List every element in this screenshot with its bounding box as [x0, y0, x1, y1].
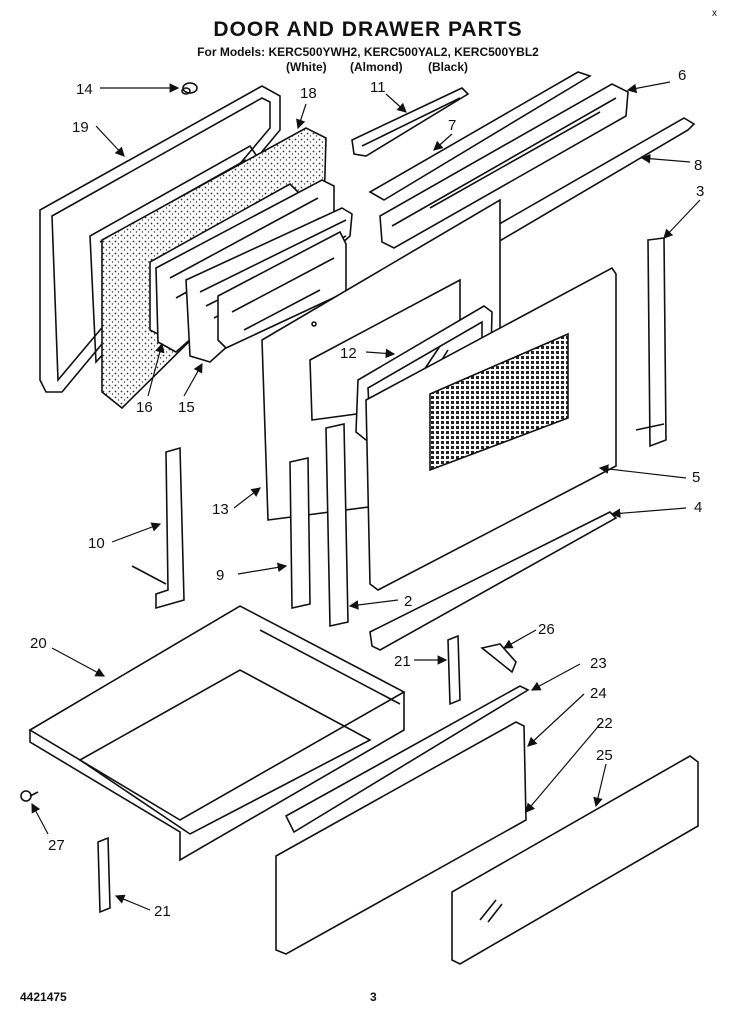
part-21-drawer-slide-top: [447, 634, 461, 706]
corner-mark: x: [712, 8, 717, 19]
color-black-label: (Black): [428, 60, 469, 74]
part-6-vent-channel: [379, 83, 629, 249]
callout-22: 22: [596, 715, 613, 732]
callout-3: 3: [696, 183, 704, 200]
callout-18: 18: [300, 85, 317, 102]
callout-27: 27: [48, 837, 65, 854]
callout-24: 24: [590, 685, 607, 702]
part-9-side-channel: [289, 457, 311, 609]
part-7-trim-strip: [368, 71, 592, 201]
color-white-label: (White): [286, 60, 327, 74]
part-21-drawer-slide-bottom: [97, 836, 111, 914]
callout-23: 23: [590, 655, 607, 672]
callout-2: 2: [404, 593, 412, 610]
part-23-drawer-trim: [284, 685, 530, 834]
callout-10: 10: [88, 535, 105, 552]
page-title: DOOR AND DRAWER PARTS: [213, 18, 523, 41]
callout-11: 11: [370, 79, 386, 96]
part-26-connector: [480, 643, 517, 674]
callout-16: 16: [136, 399, 153, 416]
part-2-side-channel: [325, 423, 349, 627]
color-almond-label: (Almond): [350, 60, 403, 74]
part-15-inner-glass-pack: [185, 207, 353, 363]
callout-6: 6: [678, 67, 686, 84]
callout-9: 9: [216, 567, 224, 584]
part-25-drawer-glass: [451, 755, 699, 965]
callout-25: 25: [596, 747, 613, 764]
callout-14: 14: [76, 81, 93, 98]
part-5-outer-door-panel: [365, 266, 617, 591]
models-line: For Models: KERC500YWH2, KERC500YAL2, KE…: [197, 45, 539, 59]
part-11-bracket: [351, 87, 470, 157]
callout-12: 12: [340, 345, 357, 362]
doc-number: 4421475: [20, 990, 67, 1004]
callout-4: 4: [694, 499, 702, 516]
page-number: 3: [370, 990, 377, 1004]
callout-5: 5: [692, 469, 700, 486]
callout-21: 21: [394, 653, 411, 670]
part-3-side-trim: [635, 237, 667, 448]
callout-7: 7: [448, 117, 456, 134]
callout-8: 8: [694, 157, 702, 174]
part-4-bottom-channel: [369, 511, 618, 651]
callout-labels: 14 19 18 11 7 6 8 3 16 15 12 5 4 13 10 9 2 20 26 21 23 24 22 25…: [30, 67, 704, 920]
part-24-drawer-front: [275, 721, 527, 955]
callout-15: 15: [178, 399, 195, 416]
part-20-drawer-body: [28, 605, 406, 862]
part-14-knob: [181, 82, 198, 95]
callout-26: 26: [538, 621, 555, 638]
callout-13: 13: [212, 501, 229, 518]
part-10-hinge: [131, 446, 185, 610]
callout-20: 20: [30, 635, 47, 652]
callout-21: 21: [154, 903, 171, 920]
part-27-screw: [20, 790, 39, 802]
callout-19: 19: [72, 119, 89, 136]
